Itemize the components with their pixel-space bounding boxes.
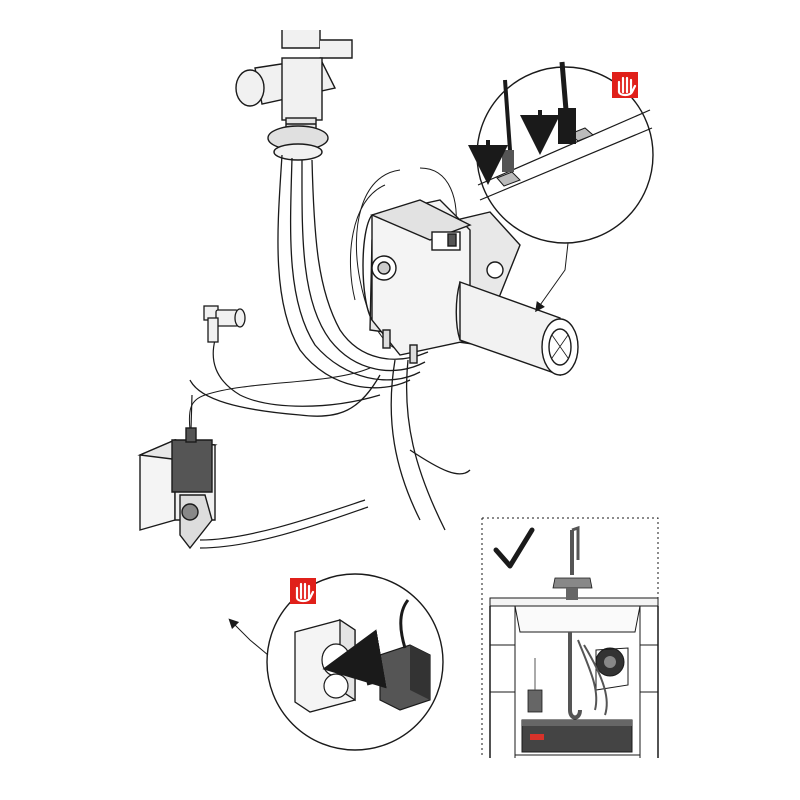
hand-stop-icon xyxy=(290,578,316,604)
angle-valve xyxy=(203,305,246,343)
detail-callout-connector xyxy=(468,61,654,313)
brand-badge xyxy=(530,734,544,740)
hoses xyxy=(188,154,471,549)
correct-installation-panel xyxy=(481,517,659,758)
detail-callout-power-plug xyxy=(228,573,444,751)
checkmark-icon xyxy=(493,527,535,569)
faucet-assembly xyxy=(235,30,353,161)
power-transformer xyxy=(137,394,218,550)
insert-arrow-icon xyxy=(322,629,387,689)
heater-unit xyxy=(362,199,579,376)
hand-stop-icon xyxy=(612,72,638,98)
